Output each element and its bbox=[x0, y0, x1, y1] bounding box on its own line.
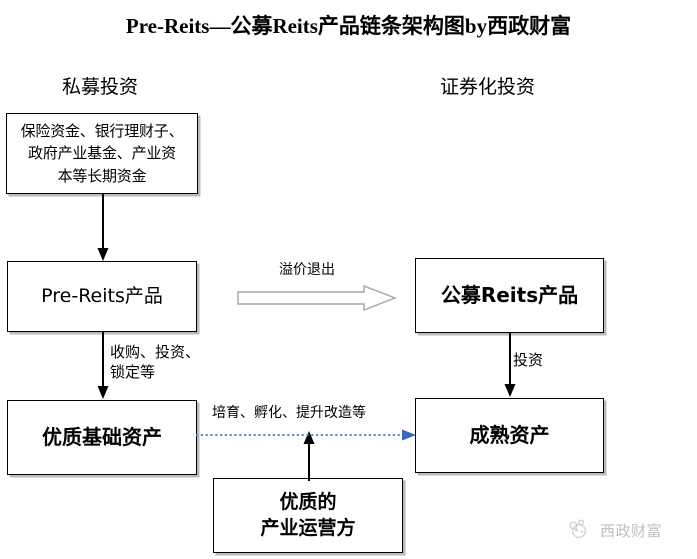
edge-label-premium-exit: 溢价退出 bbox=[279, 263, 335, 278]
watermark: 西政财富 bbox=[567, 517, 662, 544]
node-quality-industry-operator-label: 优质的 产业运营方 bbox=[260, 491, 356, 539]
dotted-arrow-incubation bbox=[196, 428, 418, 447]
node-prereits-product[interactable]: Pre-Reits产品 bbox=[7, 261, 197, 332]
page-title: Pre-Reits—公募Reits产品链条架构图by西政财富 bbox=[125, 14, 572, 38]
node-mature-asset[interactable]: 成熟资产 bbox=[415, 398, 604, 473]
node-funding-sources[interactable]: 保险资金、银行理财子、 政府产业基金、产业资 本等长期资金 bbox=[6, 113, 198, 194]
connector-operator-to-incubation-path bbox=[300, 431, 318, 481]
node-public-reits-product-label: 公募Reits产品 bbox=[440, 282, 579, 307]
node-mature-asset-label: 成熟资产 bbox=[469, 422, 550, 447]
node-public-reits-product[interactable]: 公募Reits产品 bbox=[415, 258, 604, 333]
column-heading-securitization-investment: 证券化投资 bbox=[440, 77, 536, 98]
connector-funding-to-prereits bbox=[94, 193, 112, 263]
node-prereits-product-label: Pre-Reits产品 bbox=[41, 285, 163, 308]
edge-label-cultivation-incubation-upgrade: 培育、孵化、提升改造等 bbox=[212, 406, 366, 421]
cloud-logo-icon bbox=[567, 517, 593, 544]
connector-public-reits-to-mature-asset bbox=[501, 333, 519, 400]
node-quality-underlying-asset-label: 优质基础资产 bbox=[42, 424, 162, 449]
edge-label-investment: 投资 bbox=[513, 353, 544, 369]
watermark-text: 西政财富 bbox=[600, 522, 663, 540]
connector-prereits-to-quality-asset bbox=[94, 332, 112, 402]
node-quality-industry-operator[interactable]: 优质的 产业运营方 bbox=[213, 478, 403, 553]
edge-label-acquisition-investment-lockup: 收购、投资、 锁定等 bbox=[110, 345, 201, 381]
node-funding-sources-label: 保险资金、银行理财子、 政府产业基金、产业资 本等长期资金 bbox=[20, 122, 184, 185]
column-heading-private-investment: 私募投资 bbox=[62, 77, 139, 98]
node-quality-underlying-asset[interactable]: 优质基础资产 bbox=[7, 400, 197, 475]
block-arrow-premium-exit bbox=[237, 284, 397, 316]
